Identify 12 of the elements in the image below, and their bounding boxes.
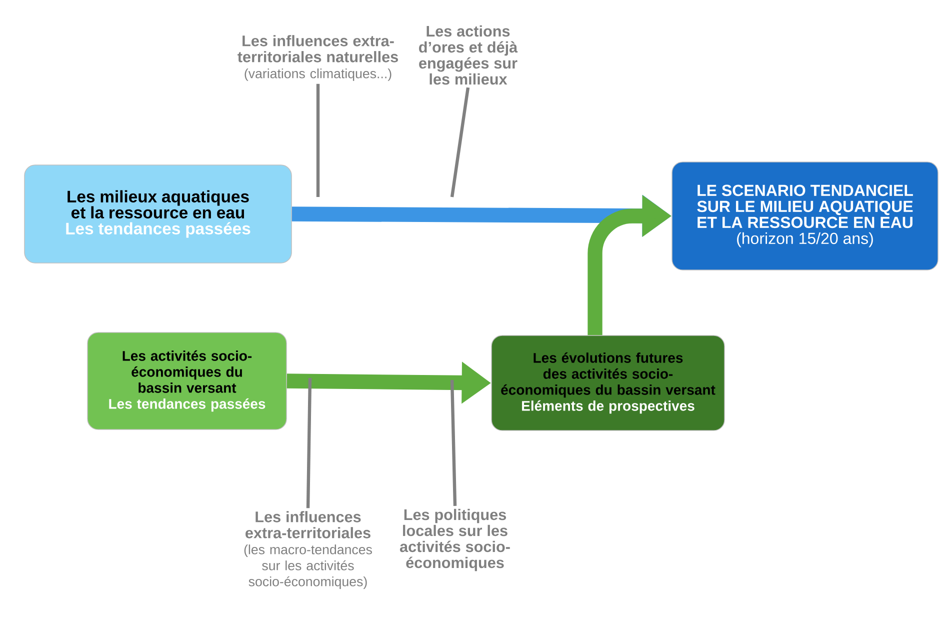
annotation-text: Les politiques locales sur les activités socio-économiques xyxy=(400,508,510,572)
process-box: Les milieux aquatiques et la ressource en eau Les tendances passées xyxy=(24,164,292,264)
leader-line xyxy=(316,84,320,197)
process-box: LE SCENARIO TENDANCIEL SUR LE MILIEU AQUATIQUE ET LA RESSOURCE EN EAU (horizon 15/20 ans) xyxy=(672,162,938,270)
annotation-text: Les actions d’ores et déjà engagées sur les milieux xyxy=(419,25,518,85)
leader-line xyxy=(306,378,312,508)
process-box: Les activités socio-économiques du bassin versant Les tendances passées xyxy=(87,332,287,430)
annotation-text: Les influences extra-territoriales naturelles (variations climatiques...) xyxy=(238,35,398,81)
annotation-text: Les influences extra-territoriales (les macro-tendances sur les activités socio-économiques) xyxy=(244,511,372,589)
process-box: Les évolutions futures des activités socio-économiques du bassin versant Eléments de prospectives xyxy=(491,335,725,431)
leader-line xyxy=(450,380,457,506)
leader-line xyxy=(450,87,470,198)
